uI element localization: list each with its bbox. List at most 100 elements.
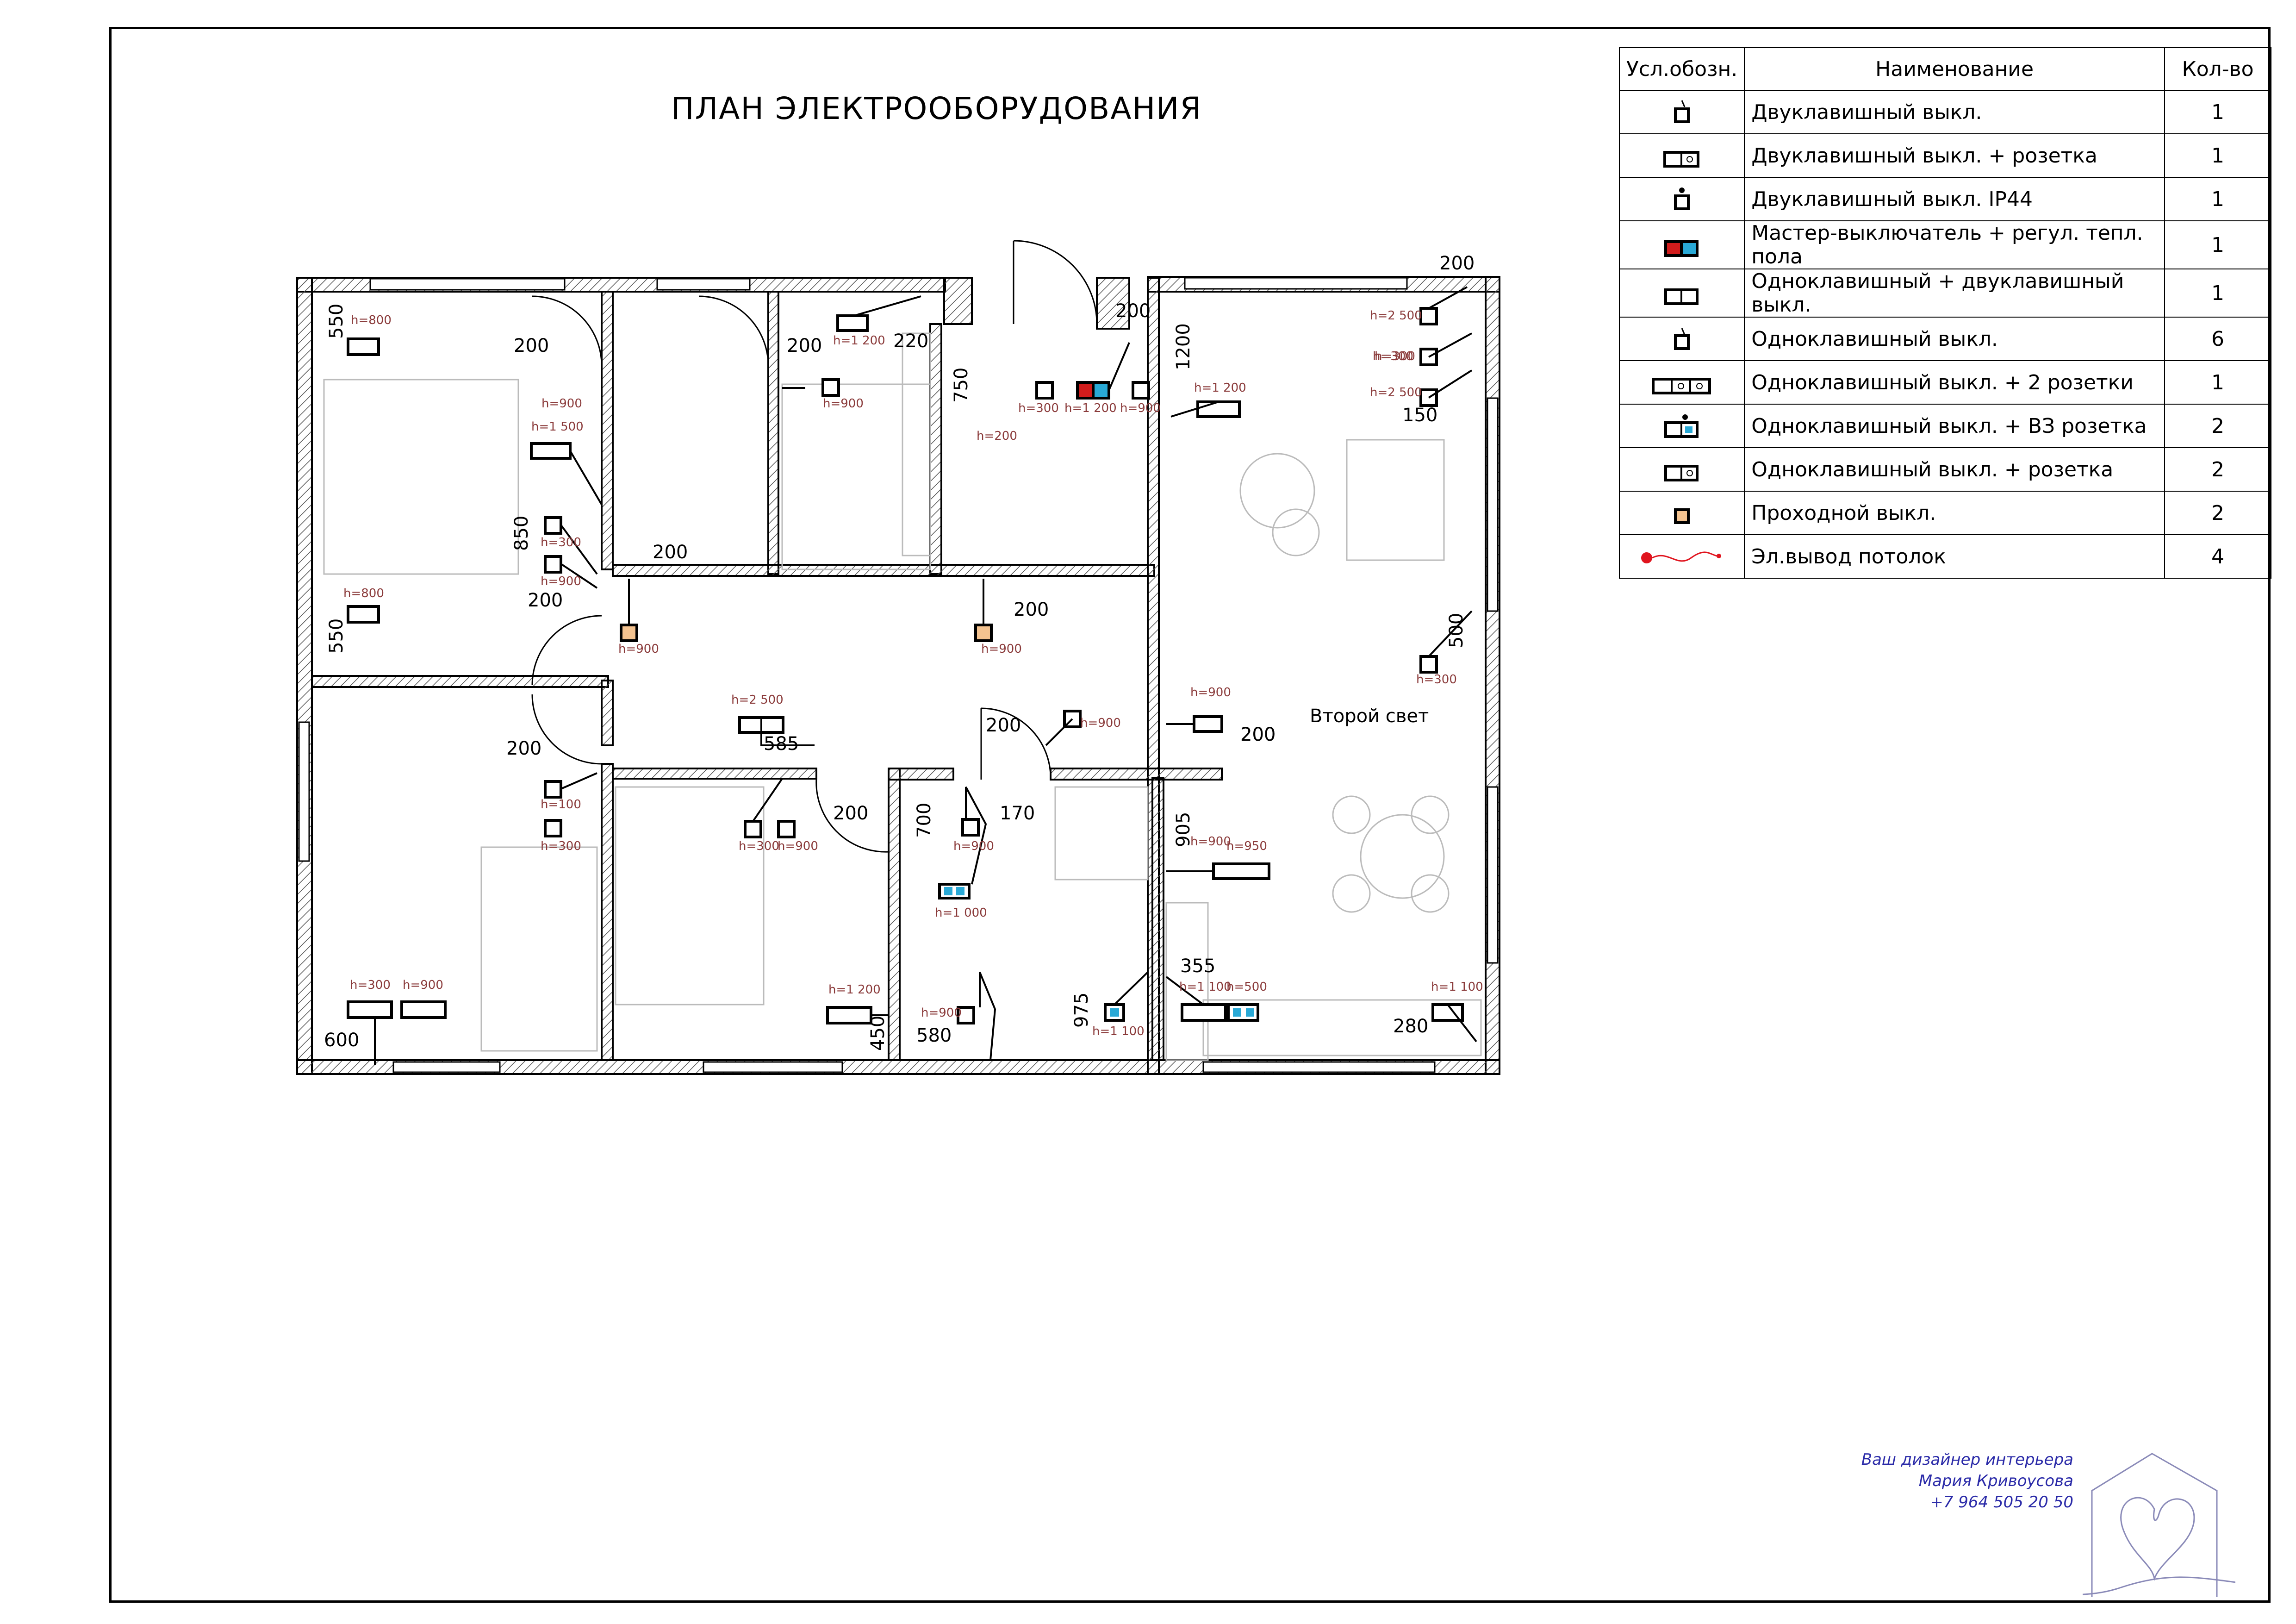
legend-row: Одноклавишный + двуклавишный выкл. 1	[1618, 269, 2271, 318]
legend-symbol	[1618, 317, 1745, 361]
legend-qty: 1	[2164, 269, 2271, 318]
legend-row: Проходной выкл. 2	[1618, 491, 2271, 535]
height-label: h=900	[1120, 401, 1161, 415]
dim-label: 200	[653, 542, 688, 563]
height-label: h=500	[1226, 980, 1267, 994]
height-label: h=1 200	[833, 334, 885, 348]
one-key-switch-waterproof-socket-icon	[1664, 414, 1699, 438]
legend-qty: 2	[2164, 491, 2271, 535]
waterproof-marks	[944, 887, 1254, 1017]
height-label: h=900	[541, 397, 582, 411]
legend-header-symbol: Усл.обозн.	[1618, 47, 1745, 91]
dim-label: 750	[951, 368, 972, 403]
dim-label: 200	[986, 715, 1021, 736]
dim-label: 220	[893, 331, 928, 352]
dim-label: 550	[326, 618, 347, 654]
height-label: h=300	[739, 839, 779, 853]
height-label: h=1 000	[935, 906, 987, 920]
legend-qty: 1	[2164, 133, 2271, 178]
legend-qty: 1	[2164, 90, 2271, 134]
dim-label: 700	[914, 803, 935, 838]
legend-symbol	[1618, 177, 1745, 221]
height-label: h=900	[541, 575, 581, 588]
windows	[298, 277, 1499, 1073]
height-label: h=900	[953, 839, 994, 853]
dim-label: 200	[528, 590, 563, 611]
ceiling-outlet-icon	[1641, 551, 1722, 563]
height-label: h=2 500	[731, 693, 784, 707]
legend-symbol	[1618, 534, 1745, 579]
legend-header-qty: Кол-во	[2164, 47, 2271, 91]
legend-row: Одноклавишный выкл. 6	[1618, 317, 2271, 361]
dim-label: 200	[1240, 724, 1276, 745]
legend-header-name: Наименование	[1744, 47, 2165, 91]
height-label: h=900	[618, 642, 659, 656]
legend-qty: 4	[2164, 534, 2271, 579]
dimension-labels: 550 200 850 200 550 200 600 200 200 220 …	[324, 253, 1475, 1051]
dim-label: 280	[1393, 1016, 1428, 1037]
legend-row: Мастер-выключатель + регул. тепл. пола 1	[1618, 220, 2271, 269]
legend-symbol	[1618, 491, 1745, 535]
height-label: h=900	[921, 1006, 962, 1020]
dim-label: 850	[511, 516, 532, 551]
dim-label: 355	[1180, 956, 1215, 977]
height-label: h=900	[981, 642, 1022, 656]
height-label: h=300	[1018, 401, 1059, 415]
pass-through-switch-icon	[1674, 508, 1690, 524]
height-label: h=300	[541, 536, 581, 550]
dim-label: 600	[324, 1030, 359, 1051]
legend-name: Одноклавишный выкл.	[1744, 317, 2165, 361]
legend-row: Двуклавишный выкл. IP44 1	[1618, 177, 2271, 221]
height-label: h=2 500	[1370, 309, 1422, 323]
leader-lines	[374, 286, 1477, 1065]
one-key-plus-two-key-switch-icon	[1664, 288, 1699, 305]
one-key-switch-socket-icon	[1664, 465, 1699, 481]
legend-qty: 1	[2164, 360, 2271, 405]
room-label-second-light: Второй свет	[1310, 706, 1429, 727]
legend-name: Одноклавишный выкл. + ВЗ розетка	[1744, 404, 2165, 448]
master-switch-floor-heating-icon	[1664, 240, 1699, 257]
height-label: h=1 100	[1179, 980, 1232, 994]
legend-qty: 1	[2164, 220, 2271, 269]
height-label: h=1 500	[531, 420, 584, 434]
dim-label: 170	[1000, 803, 1035, 824]
signature-line: Мария Кривоусова	[1918, 1472, 2073, 1490]
legend-row: Двуклавишный выкл. 1	[1618, 90, 2271, 134]
legend-name: Двуклавишный выкл. IP44	[1744, 177, 2165, 221]
signature-line: +7 964 505 20 50	[1930, 1493, 2073, 1512]
dim-label: 500	[1446, 613, 1467, 648]
height-labels: h=800 h=900 h=1 500 h=300 h=900 h=800 h=…	[343, 309, 1483, 1038]
height-label: h=900	[1080, 716, 1121, 730]
height-label: h=900	[1190, 835, 1231, 849]
legend-row: Одноклавишный выкл. + 2 розетки 1	[1618, 360, 2271, 405]
legend-name: Одноклавишный выкл. + розетка	[1744, 447, 2165, 492]
two-key-switch-socket-icon	[1663, 151, 1700, 168]
dim-label: 200	[514, 335, 549, 356]
dim-label: 450	[867, 1016, 889, 1051]
legend-qty: 2	[2164, 404, 2271, 448]
legend-name: Двуклавишный выкл.	[1744, 90, 2165, 134]
legend-symbol	[1618, 404, 1745, 448]
page-title: ПЛАН ЭЛЕКТРООБОРУДОВАНИЯ	[671, 91, 1202, 126]
legend-row: Двуклавишный выкл. + розетка 1	[1618, 133, 2271, 178]
height-label: h=800	[343, 587, 384, 600]
dim-label: 975	[1071, 993, 1092, 1028]
two-key-switch-ip44-icon	[1674, 187, 1690, 210]
height-label: h=1 200	[1064, 401, 1117, 415]
height-label: h=200	[977, 429, 1017, 443]
legend-symbol	[1618, 269, 1745, 318]
legend-name: Одноклавишный выкл. + 2 розетки	[1744, 360, 2165, 405]
legend-name: Двуклавишный выкл. + розетка	[1744, 133, 2165, 178]
doors	[531, 240, 1098, 853]
signature-line: Ваш дизайнер интерьера	[1861, 1450, 2073, 1469]
dim-label: 200	[1240, 724, 1276, 745]
height-label: h=300	[1416, 673, 1457, 687]
one-key-switch-icon	[1674, 328, 1690, 350]
legend-symbol	[1618, 133, 1745, 178]
one-key-switch-two-sockets-icon	[1652, 378, 1711, 394]
legend-symbol	[1618, 447, 1745, 492]
height-label: h=1 200	[828, 983, 881, 997]
dim-label: 905	[1173, 812, 1194, 847]
dim-label: 550	[326, 304, 347, 339]
